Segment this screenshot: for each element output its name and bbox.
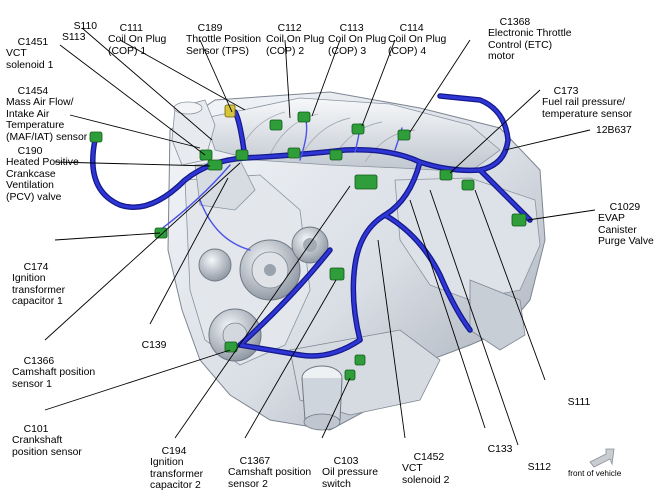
callout-c1029: C1029 EVAP Canister Purge Valve xyxy=(598,190,654,260)
callout-c1367: C1367 Camshaft position sensor 2 xyxy=(228,444,311,502)
front-arrow-icon xyxy=(589,448,615,468)
part-number: 12B637 xyxy=(596,125,632,136)
callout-desc: Coil On Plug (COP) 4 xyxy=(388,34,447,57)
callout-desc: Fuel rail pressure/ temperature sensor xyxy=(542,97,633,120)
callout-c189: C189 Throttle Position Sensor (TPS) xyxy=(186,11,261,69)
callout-code: S112 xyxy=(527,461,552,473)
callout-code: C1029 xyxy=(609,201,641,213)
callout-desc: Electronic Throttle Control (ETC) motor xyxy=(488,28,572,63)
callout-c194: C194 Ignition transformer capacitor 2 xyxy=(150,434,203,504)
callout-code: C139 xyxy=(141,339,167,351)
callout-c1452: C1452 VCT solenoid 2 xyxy=(402,440,449,498)
callout-code: C133 xyxy=(487,443,513,455)
front-label: front of vehicle xyxy=(568,469,622,478)
callout-c114: C114 Coil On Plug (COP) 4 xyxy=(388,11,446,69)
callout-c133: C133 xyxy=(476,432,513,467)
callout-c190: C190 Heated Positive Crankcase Ventilati… xyxy=(6,134,79,215)
oil-filter xyxy=(301,365,343,431)
callout-code: C114 xyxy=(399,22,424,34)
callout-s110-s113: S110 S113 xyxy=(62,9,97,55)
callout-code: C1454 xyxy=(17,85,49,97)
callout-desc: VCT solenoid 2 xyxy=(402,463,450,486)
callout-desc: Mass Air Flow/ Intake Air Temperature (M… xyxy=(6,97,88,143)
callout-desc: VCT solenoid 1 xyxy=(6,48,54,71)
callout-code: C189 xyxy=(197,22,223,34)
callout-desc: Oil pressure switch xyxy=(322,467,379,490)
callout-code: C101 xyxy=(23,423,49,435)
leader-lines xyxy=(44,27,596,446)
callout-c112: C112 Coil On Plug (COP) 2 xyxy=(266,11,324,69)
callout-code: C1451 xyxy=(17,36,49,48)
callout-c139: C139 xyxy=(130,328,167,363)
callout-code: C111 xyxy=(119,22,143,34)
callout-c1454: C1454 Mass Air Flow/ Intake Air Temperat… xyxy=(6,74,87,155)
engine-illustration xyxy=(44,27,596,446)
callout-s112: S112 xyxy=(516,450,552,485)
callout-desc: Coil On Plug (COP) 1 xyxy=(108,34,167,57)
callout-c173: C173 Fuel rail pressure/ temperature sen… xyxy=(542,74,632,132)
callout-code: C194 xyxy=(161,445,187,457)
callout-desc: Coil On Plug (COP) 2 xyxy=(266,34,325,57)
callout-code: S111 xyxy=(567,396,591,408)
callout-c174: C174 Ignition transformer capacitor 1 xyxy=(12,250,65,320)
callout-code: C173 xyxy=(553,85,579,97)
callout-code: C1452 xyxy=(413,451,445,463)
callout-c101: C101 Crankshaft position sensor xyxy=(12,412,82,470)
callout-code: C113 xyxy=(339,22,364,34)
callout-code: C1367 xyxy=(239,455,271,467)
callout-c113: C113 Coil On Plug (COP) 3 xyxy=(328,11,386,69)
callout-code: C1368 xyxy=(499,16,531,28)
engine-wiring-diagram: C1451 VCT solenoid 1 S110 S113 C111 Coil… xyxy=(6,5,654,492)
callout-desc: Crankshaft position sensor xyxy=(12,435,82,458)
callout-desc: Heated Positive Crankcase Ventilation (P… xyxy=(6,157,79,203)
callout-code: S110 S113 xyxy=(62,20,98,44)
callout-desc: Camshaft position sensor 2 xyxy=(228,467,312,490)
callout-s111: S111 xyxy=(556,385,591,420)
callout-desc: Camshaft position sensor 1 xyxy=(12,367,96,390)
callout-c1366: C1366 Camshaft position sensor 1 xyxy=(12,344,95,402)
callout-code: C112 xyxy=(277,22,302,34)
callout-desc: Ignition transformer capacitor 2 xyxy=(150,457,204,492)
callout-desc: Coil On Plug (COP) 3 xyxy=(328,34,387,57)
connectors xyxy=(89,104,527,381)
callout-c111: C111 Coil On Plug (COP) 1 xyxy=(108,11,166,69)
front-of-vehicle-indicator: front of vehicle xyxy=(560,446,650,482)
callout-c1368: C1368 Electronic Throttle Control (ETC) … xyxy=(488,5,572,75)
callout-code: C1366 xyxy=(23,355,55,367)
callout-c103: C103 Oil pressure switch xyxy=(322,444,378,502)
callout-code: C174 xyxy=(23,261,49,273)
callout-desc: Ignition transformer capacitor 1 xyxy=(12,273,66,308)
callout-desc: Throttle Position Sensor (TPS) xyxy=(186,34,262,57)
callout-desc: EVAP Canister Purge Valve xyxy=(598,213,654,248)
callout-c1451: C1451 VCT solenoid 1 xyxy=(6,25,53,83)
callout-code: C190 xyxy=(17,145,43,157)
callout-code: C103 xyxy=(333,455,359,467)
